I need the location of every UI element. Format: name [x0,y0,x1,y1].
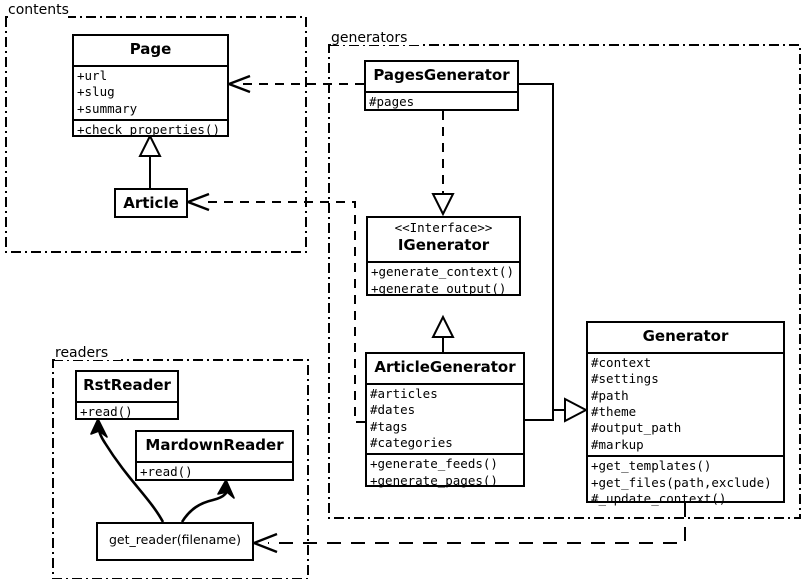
method-item: +generate_context() [371,264,514,280]
attribute-item: +slug [77,84,115,100]
dependency-arrowhead-getreader [253,532,278,554]
compartment-divider [366,90,517,93]
methods-compartment-articlegenerator: +generate_feeds() +generate_pages() [367,455,523,491]
attributes-compartment-articlegenerator: #articles #dates #tags #categories [367,385,523,454]
class-name-page: Page [129,40,172,58]
method-item: +get_files(path,exclude) [591,474,772,490]
methods-compartment-mardownreader: +read() [137,463,292,482]
edge-articlegenerator-to-article [202,201,365,423]
class-name-rstreader: RstReader [83,376,171,394]
class-box-articlegenerator[interactable]: ArticleGenerator #articles #dates #tags … [365,352,525,488]
edge-articlegenerator-to-generator [525,409,565,421]
attribute-item: #path [591,387,629,403]
function-label-get-reader: get_reader(filename) [109,532,241,547]
method-item: +generate_output() [371,280,507,296]
class-name-articlegenerator: ArticleGenerator [374,358,516,376]
compartment-divider [367,453,523,456]
attribute-item: #articles [370,385,438,401]
attribute-item: +summary [77,100,138,116]
class-box-page[interactable]: Page +url +slug +summary +check_properti… [72,34,229,137]
class-stereotype-igenerator: <<Interface>> [394,220,493,235]
dependency-arrowhead-article [187,192,210,212]
edge-generator-to-getreader [268,503,686,544]
method-item: +generate_pages() [370,472,498,488]
method-item: +get_templates() [591,458,712,474]
package-label-readers: readers [55,345,109,361]
realization-arrowhead-igenerator [431,193,455,217]
class-box-pagesgenerator[interactable]: PagesGenerator #pages [364,60,519,111]
generalization-arrowhead-page [138,133,162,157]
methods-compartment-generator: +get_templates() +get_files(path,exclude… [588,457,783,509]
method-item: #_update_context() [591,491,727,506]
attribute-item: #output_path [591,420,682,436]
compartment-divider [74,118,227,121]
class-name-pagesgenerator: PagesGenerator [373,66,510,84]
class-box-rstreader[interactable]: RstReader +read() [75,370,179,420]
attribute-item: #theme [591,403,637,419]
attributes-compartment-pagesgenerator: #pages [366,93,517,112]
class-box-article[interactable]: Article [114,188,188,218]
class-box-igenerator[interactable]: <<Interface>> IGenerator +generate_conte… [366,216,521,296]
class-name-igenerator: IGenerator [397,236,490,255]
generalization-arrowhead-igenerator [431,314,455,338]
compartment-divider [588,351,783,354]
method-item: +read() [80,403,133,419]
attribute-item: #context [591,354,652,370]
attribute-item: #pages [369,93,415,109]
arrowhead-rstreader [90,418,108,438]
method-item: +read() [140,463,193,479]
class-name-mardownreader: MardownReader [145,436,284,454]
attributes-compartment-page: +url +slug +summary [74,67,227,119]
package-label-contents: contents [8,2,69,18]
package-border-contents [5,16,307,253]
compartment-divider [367,382,523,385]
attribute-item: #tags [370,418,408,434]
attribute-item: #dates [370,402,416,418]
compartment-divider [137,460,292,463]
generalization-arrowhead-generator [564,397,589,423]
class-name-generator: Generator [642,327,729,345]
attribute-item: #categories [370,434,453,450]
attribute-item: #settings [591,371,659,387]
package-border-generators [328,44,801,519]
compartment-divider [74,64,227,67]
compartment-divider [77,400,177,403]
edge-pagesgenerator-to-generator [519,83,565,411]
function-box-get-reader[interactable]: get_reader(filename) [96,522,254,561]
arrowhead-mardownreader [217,479,235,499]
attributes-compartment-generator: #context #settings #path #theme #output_… [588,354,783,455]
dependency-arrowhead-page [228,74,251,94]
methods-compartment-page: +check_properties() [74,121,227,140]
package-border-readers [52,359,309,579]
attribute-item: #markup [591,436,644,452]
compartment-divider [588,455,783,458]
attribute-item: +url [77,67,108,83]
method-item: +check_properties() [77,121,220,137]
class-box-generator[interactable]: Generator #context #settings #path #them… [586,321,785,506]
class-name-article: Article [123,194,179,212]
class-box-mardownreader[interactable]: MardownReader +read() [135,430,294,481]
method-item: +generate_feeds() [370,456,498,472]
package-label-generators: generators [331,30,408,46]
methods-compartment-rstreader: +read() [77,403,177,422]
methods-compartment-igenerator: +generate_context() +generate_output() [368,263,519,299]
compartment-divider [368,261,519,264]
